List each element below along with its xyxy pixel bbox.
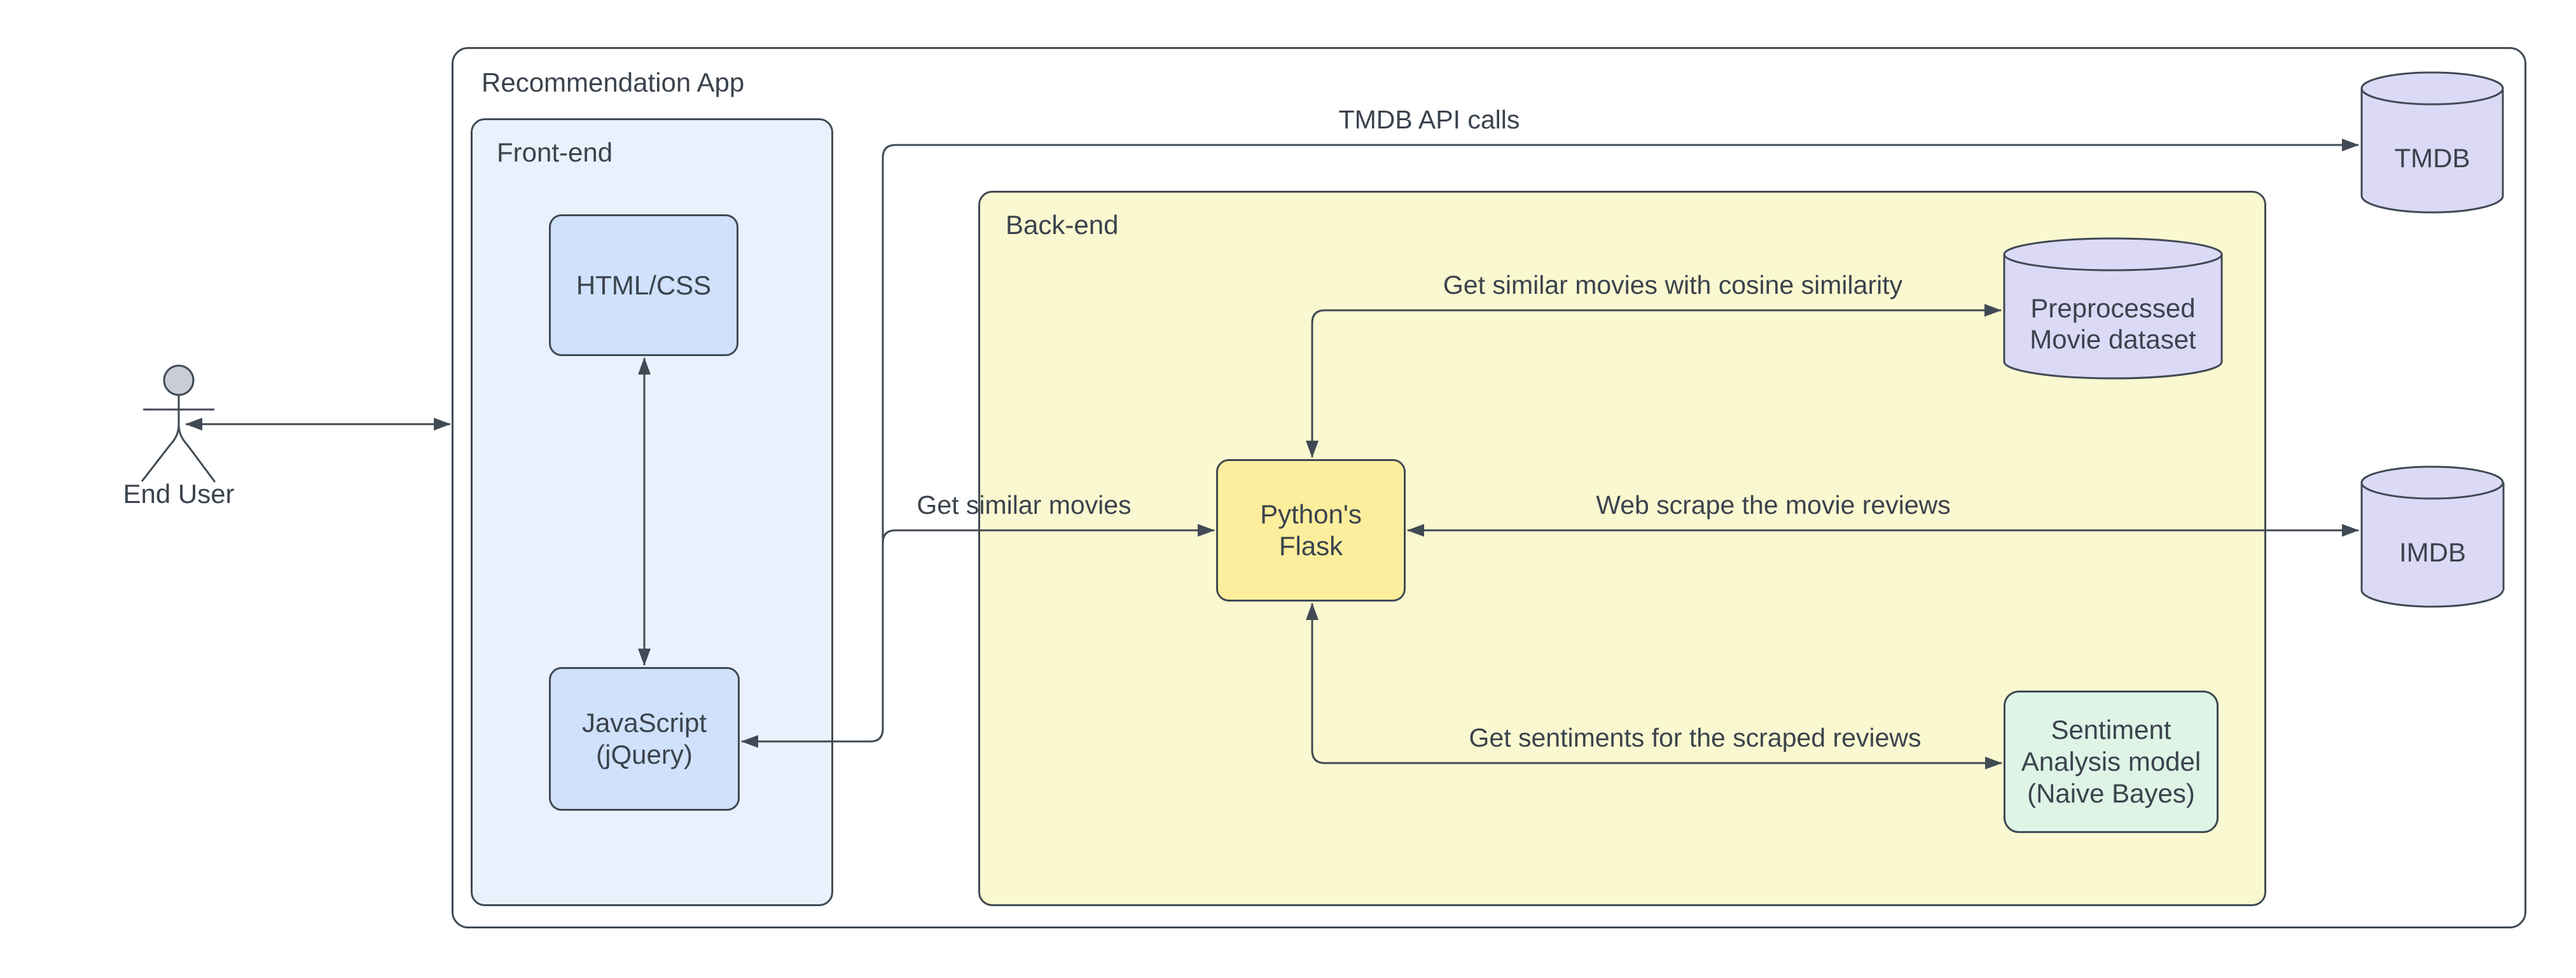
- node-htmlcss: HTML/CSS: [549, 214, 738, 356]
- backend-title: Back-end: [1006, 210, 1119, 240]
- database-imdb: IMDB: [2360, 465, 2505, 609]
- flask-label: Python's Flask: [1260, 499, 1362, 561]
- htmlcss-label: HTML/CSS: [576, 270, 712, 300]
- dataset-label: Preprocessed Movie dataset: [2030, 293, 2196, 354]
- database-preprocessed-movie-dataset: Preprocessed Movie dataset: [2003, 237, 2223, 380]
- edge-label-get-similar-movies: Get similar movies: [917, 490, 1132, 520]
- node-javascript-jquery: JavaScript (jQuery): [549, 667, 740, 811]
- edge-label-cosine-similarity: Get similar movies with cosine similarit…: [1443, 270, 1903, 300]
- sentiment-label: Sentiment Analysis model (Naive Bayes): [2021, 715, 2201, 808]
- node-sentiment-analysis-model: Sentiment Analysis model (Naive Bayes): [2004, 691, 2219, 833]
- actor-end-user: [121, 356, 248, 490]
- recommendation-app-title: Recommendation App: [481, 67, 745, 97]
- tmdb-label: TMDB: [2394, 142, 2470, 173]
- stick-figure-icon: [141, 364, 216, 483]
- frontend-title: Front-end: [497, 137, 613, 167]
- edge-label-tmdb-api-calls: TMDB API calls: [1338, 105, 1520, 134]
- imdb-label: IMDB: [2399, 537, 2466, 567]
- node-python-flask: Python's Flask: [1216, 459, 1406, 602]
- database-tmdb: TMDB: [2360, 71, 2504, 214]
- database-icon: [2360, 465, 2505, 608]
- end-user-label: End User: [123, 479, 235, 509]
- edge-label-web-scrape-reviews: Web scrape the movie reviews: [1596, 490, 1951, 520]
- javascript-label: JavaScript (jQuery): [581, 708, 707, 769]
- database-icon: [2360, 71, 2504, 214]
- edge-label-get-sentiments: Get sentiments for the scraped reviews: [1469, 723, 1922, 752]
